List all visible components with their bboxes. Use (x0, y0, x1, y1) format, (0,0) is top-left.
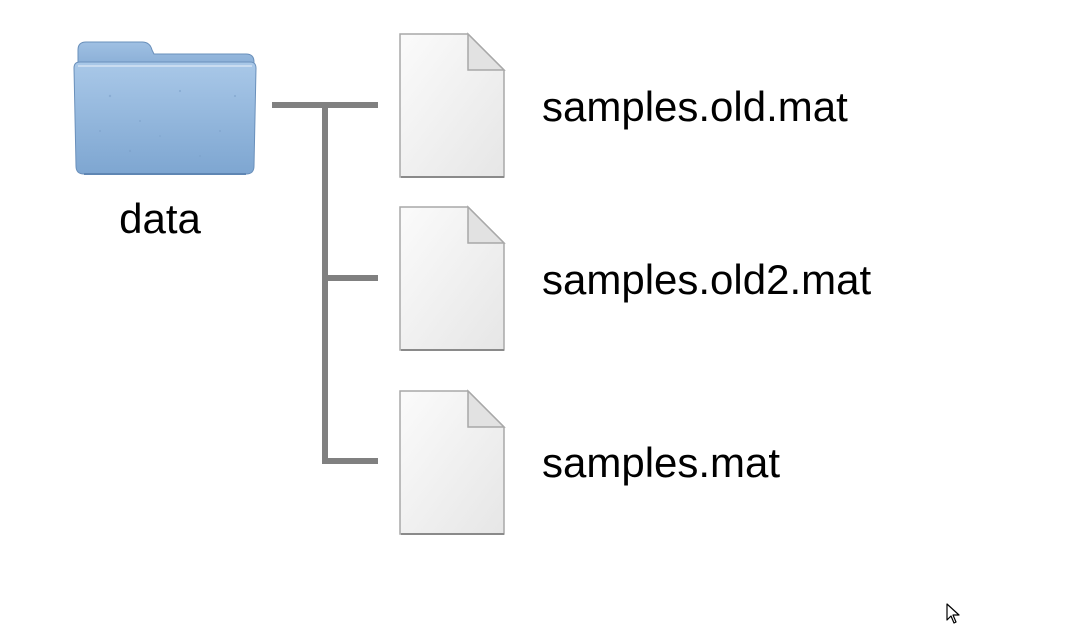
file-label: samples.old2.mat (542, 256, 872, 303)
document-icon[interactable] (396, 388, 508, 538)
pointer-cursor-icon (946, 603, 960, 624)
file-label: samples.mat (542, 439, 781, 486)
document-icon[interactable] (396, 204, 508, 354)
folder-icon[interactable] (70, 36, 260, 181)
document-icon[interactable] (396, 31, 508, 181)
folder-label: data (119, 195, 201, 242)
file-label: samples.old.mat (542, 83, 848, 130)
